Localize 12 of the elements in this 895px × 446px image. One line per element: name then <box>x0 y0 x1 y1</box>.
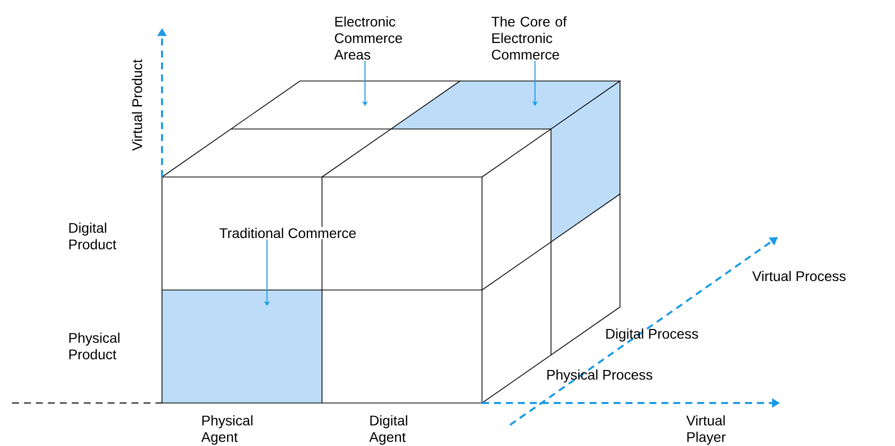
axis-label: Digital Process <box>606 328 698 342</box>
axis-label: Virtual Product <box>132 59 142 151</box>
axis-label: Digital Product <box>69 222 116 250</box>
callout-text: Electronic Commerce Areas <box>334 16 402 60</box>
axis-label: Virtual Process <box>752 270 846 282</box>
axis-label: Physical Product <box>69 332 120 360</box>
callout-text: The Core of Electronic Commerce <box>492 16 567 60</box>
callout-text: Traditional Commerce <box>218 226 358 240</box>
axis-label: Digital Agent <box>369 415 408 445</box>
axis-label: Physical Agent <box>201 415 252 445</box>
axis-label: Physical Process <box>547 369 652 383</box>
axis-label: Virtual Player <box>686 415 726 445</box>
